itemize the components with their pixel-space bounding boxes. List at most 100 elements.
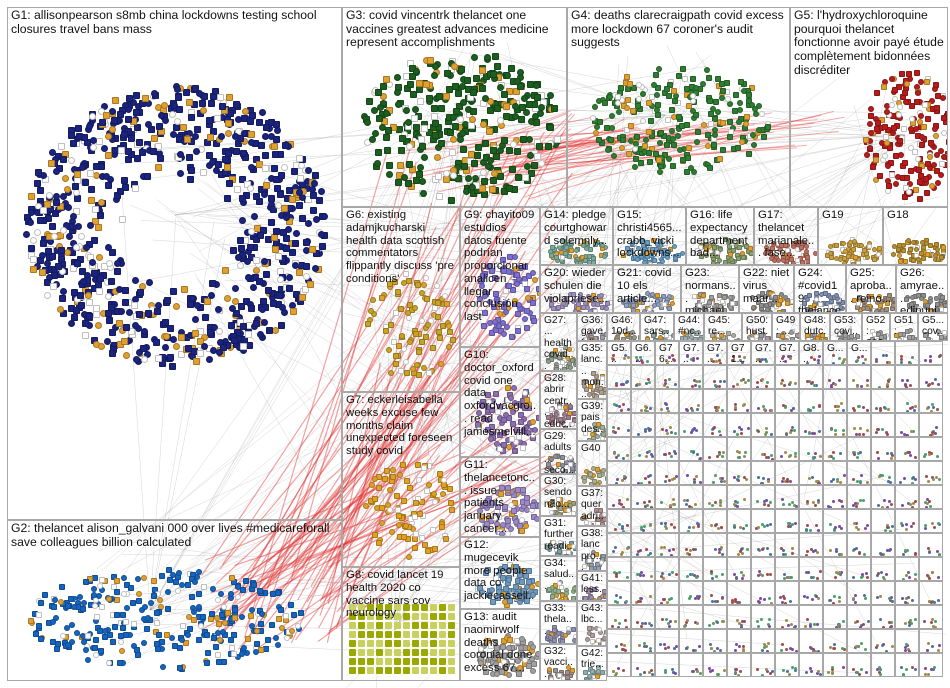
node <box>693 383 697 387</box>
small-group-box <box>631 389 655 413</box>
edge <box>144 114 666 180</box>
edge <box>194 272 396 631</box>
node <box>841 432 845 436</box>
node <box>911 355 915 359</box>
node <box>115 320 123 328</box>
node <box>612 426 616 430</box>
node <box>720 147 727 154</box>
group-box-g46: G46: 10d... <box>607 313 640 341</box>
edge <box>620 162 673 508</box>
node <box>261 164 269 172</box>
node <box>112 96 120 104</box>
node <box>684 407 688 411</box>
node <box>245 273 253 281</box>
group-box-g17: G17: thelancet marianale... fase... <box>754 207 818 265</box>
node <box>693 84 700 91</box>
node <box>430 667 437 674</box>
node <box>592 478 598 484</box>
node <box>61 174 69 182</box>
node <box>278 303 286 311</box>
node <box>782 383 786 387</box>
node <box>421 464 428 471</box>
node <box>178 334 186 342</box>
node <box>924 190 931 197</box>
node <box>34 179 42 187</box>
small-group-box <box>919 365 943 389</box>
node <box>509 333 516 340</box>
node <box>415 171 423 179</box>
node <box>281 164 289 172</box>
node <box>531 162 539 170</box>
node <box>98 647 105 654</box>
node <box>254 627 261 634</box>
node <box>442 170 450 178</box>
node <box>215 305 223 313</box>
node <box>750 304 756 310</box>
node <box>86 312 94 320</box>
node <box>885 354 889 358</box>
node <box>81 332 89 340</box>
node <box>861 433 865 436</box>
node <box>610 152 617 159</box>
node <box>601 99 608 106</box>
node <box>134 575 141 582</box>
node <box>238 303 246 311</box>
node <box>37 599 44 606</box>
node <box>172 303 180 311</box>
node <box>193 125 201 133</box>
node <box>877 245 882 251</box>
node <box>221 659 228 666</box>
node <box>68 319 76 327</box>
node <box>123 618 130 625</box>
node <box>155 645 162 652</box>
node <box>830 428 834 432</box>
edge-highlight <box>267 274 564 563</box>
group-box-g32: G32: vacci... <box>540 644 577 681</box>
node <box>400 533 407 540</box>
small-group-box <box>895 365 919 389</box>
node <box>438 139 446 147</box>
node <box>645 100 652 107</box>
node <box>376 667 383 674</box>
node <box>432 119 440 127</box>
node <box>560 638 566 643</box>
node <box>920 256 926 262</box>
edge <box>98 321 594 552</box>
node <box>271 150 279 158</box>
node <box>817 403 821 407</box>
node <box>887 407 891 411</box>
node <box>631 163 638 170</box>
node <box>394 100 402 108</box>
node <box>171 642 178 649</box>
node <box>216 658 223 665</box>
node <box>27 209 35 217</box>
node <box>719 95 725 102</box>
node <box>165 589 172 596</box>
node <box>862 405 866 409</box>
node <box>80 134 88 142</box>
node <box>473 152 481 160</box>
group-box-g33: G33: thela... <box>540 601 577 644</box>
small-group-box <box>895 413 919 437</box>
node <box>727 133 734 140</box>
node <box>349 649 356 656</box>
node <box>525 136 533 144</box>
node <box>206 117 214 125</box>
edge <box>389 140 616 321</box>
node <box>510 140 518 148</box>
node <box>589 638 595 644</box>
node <box>659 407 663 411</box>
node <box>225 610 232 617</box>
node <box>140 327 148 335</box>
node <box>704 142 711 149</box>
small-group-label: G... <box>827 343 844 354</box>
node <box>704 67 710 74</box>
node <box>92 645 99 652</box>
node <box>886 182 893 189</box>
node <box>117 659 124 666</box>
node <box>589 632 595 638</box>
node <box>241 107 249 115</box>
node <box>175 106 183 114</box>
node <box>490 70 498 78</box>
node <box>836 409 840 412</box>
